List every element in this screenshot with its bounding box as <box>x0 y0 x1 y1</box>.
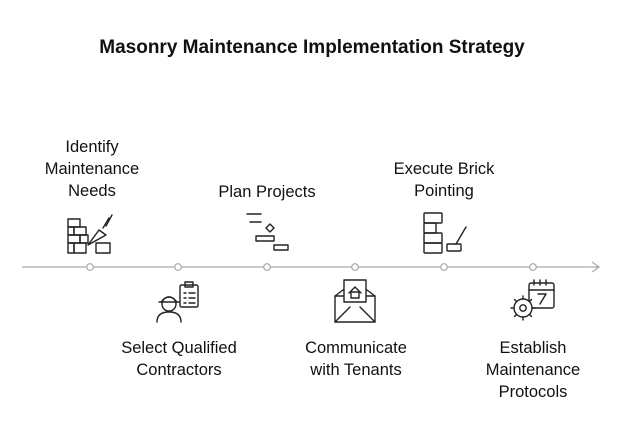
bricks-hammer-icon <box>423 212 467 254</box>
diagram-title: Masonry Maintenance Implementation Strat… <box>99 37 525 58</box>
step-label-identify-needs: Identify Maintenance Needs <box>44 138 140 200</box>
timeline-arrowhead <box>591 261 601 273</box>
timeline-marker-4 <box>351 263 359 271</box>
brick-wall-trowel-icon <box>67 214 113 254</box>
step-label-plan-projects: Plan Projects <box>218 183 316 201</box>
step-label-select-contractors: Select Qualified Contractors <box>121 339 237 379</box>
gantt-chart-icon <box>246 213 289 251</box>
step-label-communicate-tenants: Communicate with Tenants <box>305 339 407 379</box>
timeline-marker-1 <box>86 263 94 271</box>
gear-calendar-icon <box>510 279 555 321</box>
worker-clipboard-icon <box>156 281 199 323</box>
envelope-house-icon <box>334 279 376 323</box>
timeline-marker-3 <box>263 263 271 271</box>
timeline-marker-5 <box>440 263 448 271</box>
timeline-marker-2 <box>174 263 182 271</box>
step-label-establish-protocols: Establish Maintenance Protocols <box>485 339 581 401</box>
step-label-execute-pointing: Execute Brick Pointing <box>393 160 495 200</box>
timeline-marker-6 <box>529 263 537 271</box>
